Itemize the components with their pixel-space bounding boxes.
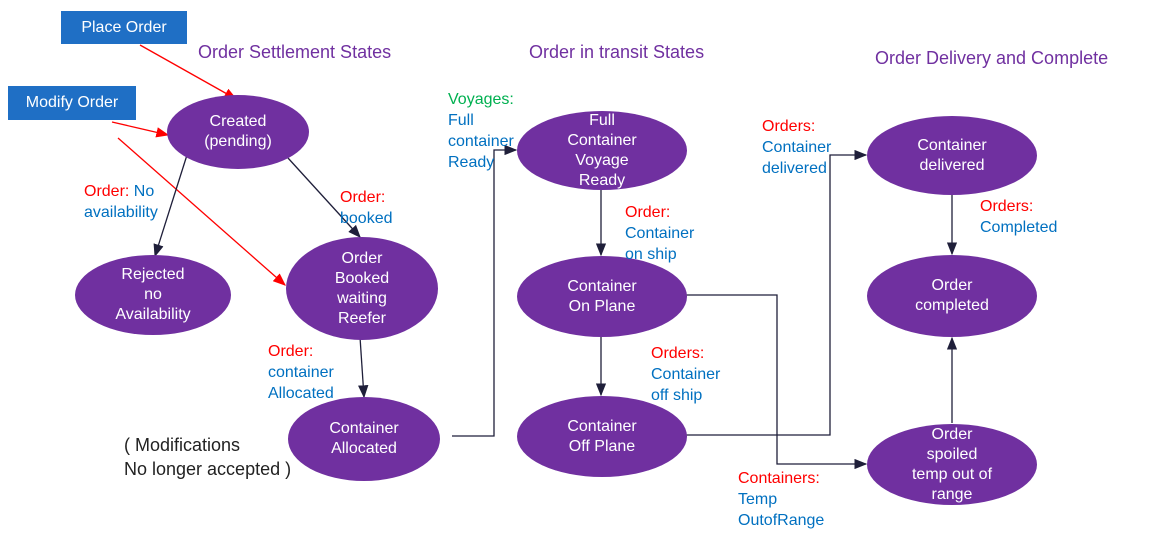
arrow-booked-allocated — [358, 336, 369, 399]
transition-label-voyages: Voyages: Full container Ready — [448, 91, 514, 171]
transition-key: Orders — [651, 345, 700, 362]
state-voyage-ready: Full Container Voyage Ready — [517, 111, 687, 190]
modifications-note: ( Modifications No longer accepted ) — [124, 435, 292, 479]
transition-label-out-of-range: Containers: Temp OutofRange — [738, 470, 825, 529]
state-off-plane: Container Off Plane — [517, 396, 687, 477]
state-spoiled: Order spoiled temp out of range — [867, 424, 1037, 505]
transition-text: No — [133, 183, 155, 200]
transition-label-completed: Orders: Completed — [980, 198, 1058, 236]
state-allocated: Container Allocated — [288, 397, 440, 481]
transition-text: availability — [84, 204, 158, 221]
state-label: Created (pending) — [204, 113, 272, 150]
state-label: Order completed — [915, 277, 989, 314]
transition-text: container — [268, 364, 334, 381]
transition-text: Allocated — [268, 385, 334, 402]
arrow-modify-order-booked — [117, 137, 286, 286]
arrow-created-booked — [287, 157, 361, 238]
transition-key: Voyages — [448, 91, 510, 108]
transition-text: Container — [651, 366, 721, 383]
transition-text: off ship — [651, 387, 703, 404]
transition-text: Completed — [980, 219, 1058, 236]
transition-label-allocated: Order: container Allocated — [268, 343, 334, 402]
transition-text: on ship — [625, 246, 677, 263]
transition-text: Ready — [448, 154, 495, 171]
state-booked: Order Booked waiting Reefer — [286, 237, 438, 340]
transition-label-delivered: Orders: Container delivered — [762, 118, 832, 177]
state-rejected: Rejected no Availability — [75, 255, 231, 335]
modify-order-button[interactable]: Modify Order — [8, 86, 136, 120]
transition-key: Order — [84, 183, 125, 200]
arrow-modify-order-created — [111, 121, 170, 138]
place-order-button[interactable]: Place Order — [61, 11, 187, 44]
arrow-place-order-created — [139, 44, 238, 100]
state-label: Full Container Voyage Ready — [567, 111, 637, 189]
state-completed: Order completed — [867, 255, 1037, 337]
section-title-transit: Order in transit States — [529, 42, 705, 62]
transition-label-no-availability: Order: No availability — [84, 183, 158, 221]
arrow-off-plane-delivered — [686, 149, 868, 436]
transition-label-on-ship: Order: Container on ship — [625, 204, 695, 263]
state-label: Container delivered — [917, 136, 987, 174]
transition-text: container — [448, 133, 514, 150]
transition-label-booked: Order: booked — [340, 189, 393, 227]
transition-text: Container — [762, 139, 832, 156]
section-title-settlement: Order Settlement States — [198, 42, 392, 62]
arrow-on-plane-spoiled — [686, 294, 868, 470]
transition-key: Order — [268, 343, 309, 360]
state-label: Container Off Plane — [567, 417, 637, 455]
state-label: Container Allocated — [329, 420, 399, 457]
transition-key: Orders — [762, 118, 811, 135]
transition-key: Order — [340, 189, 381, 206]
state-label: Rejected no Availability — [115, 266, 191, 323]
state-created: Created (pending) — [167, 95, 309, 169]
transition-key: Orders — [980, 198, 1029, 215]
transition-key: Containers — [738, 470, 816, 487]
transition-text: booked — [340, 210, 393, 227]
transition-text: Full — [448, 112, 474, 129]
state-delivered: Container delivered — [867, 116, 1037, 195]
arrow-allocated-voyage-ready — [452, 144, 518, 437]
section-title-delivery: Order Delivery and Complete — [875, 48, 1109, 68]
transition-key: Order — [625, 204, 666, 221]
state-on-plane: Container On Plane — [517, 256, 687, 337]
arrow-created-rejected — [153, 154, 188, 258]
state-label: Container On Plane — [567, 277, 637, 315]
state-label: Order Booked waiting Reefer — [334, 249, 390, 327]
transition-text: Temp — [738, 491, 778, 508]
transition-text: OutofRange — [738, 512, 825, 529]
transition-label-off-ship: Orders: Container off ship — [651, 345, 721, 404]
state-label: Order spoiled temp out of range — [911, 425, 993, 503]
transition-text: delivered — [762, 160, 827, 177]
transition-text: Container — [625, 225, 695, 242]
